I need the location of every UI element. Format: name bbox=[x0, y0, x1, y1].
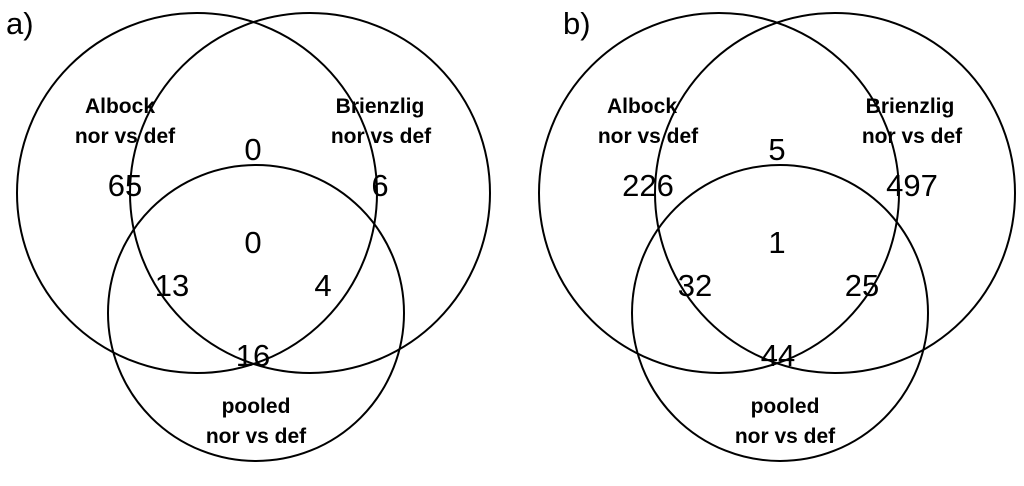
set-label-pooled-b: pooled bbox=[751, 395, 820, 418]
count-albock-only-a: 65 bbox=[108, 168, 142, 203]
circle-brienzlig-b bbox=[654, 12, 1016, 374]
set-label-brienzlig-b: Brienzlig bbox=[866, 95, 955, 118]
circle-albock-a bbox=[16, 12, 378, 374]
panel-label-a: a) bbox=[6, 6, 34, 41]
count-brienzlig-pooled-b: 25 bbox=[845, 268, 879, 303]
set-sublabel-albock-a: nor vs def bbox=[75, 125, 176, 148]
venn-panel-a: a) Albock nor vs def Brienzlig nor vs de… bbox=[6, 6, 491, 462]
count-brienzlig-pooled-a: 4 bbox=[314, 268, 331, 303]
count-all-three-a: 0 bbox=[244, 225, 261, 260]
set-sublabel-pooled-b: nor vs def bbox=[735, 425, 836, 448]
circle-albock-b bbox=[538, 12, 900, 374]
set-sublabel-albock-b: nor vs def bbox=[598, 125, 699, 148]
count-pooled-only-b: 44 bbox=[761, 338, 795, 373]
circle-brienzlig-a bbox=[129, 12, 491, 374]
panel-label-b: b) bbox=[563, 6, 591, 41]
set-label-brienzlig-a: Brienzlig bbox=[336, 95, 425, 118]
count-pooled-only-a: 16 bbox=[236, 338, 270, 373]
count-brienzlig-only-b: 497 bbox=[886, 168, 938, 203]
set-sublabel-pooled-a: nor vs def bbox=[206, 425, 307, 448]
count-albock-pooled-a: 13 bbox=[155, 268, 189, 303]
count-all-three-b: 1 bbox=[768, 225, 785, 260]
count-albock-pooled-b: 32 bbox=[678, 268, 712, 303]
set-label-pooled-a: pooled bbox=[222, 395, 291, 418]
count-albock-only-b: 226 bbox=[622, 168, 674, 203]
circle-pooled-b bbox=[631, 164, 929, 462]
venn-panel-b: b) Albock nor vs def Brienzlig nor vs de… bbox=[538, 6, 1016, 462]
set-sublabel-brienzlig-b: nor vs def bbox=[862, 125, 963, 148]
set-label-albock-a: Albock bbox=[85, 95, 155, 118]
count-albock-brienzlig-b: 5 bbox=[768, 132, 785, 167]
count-albock-brienzlig-a: 0 bbox=[244, 132, 261, 167]
circle-pooled-a bbox=[107, 164, 405, 462]
count-brienzlig-only-a: 6 bbox=[371, 168, 388, 203]
set-sublabel-brienzlig-a: nor vs def bbox=[331, 125, 432, 148]
set-label-albock-b: Albock bbox=[607, 95, 677, 118]
